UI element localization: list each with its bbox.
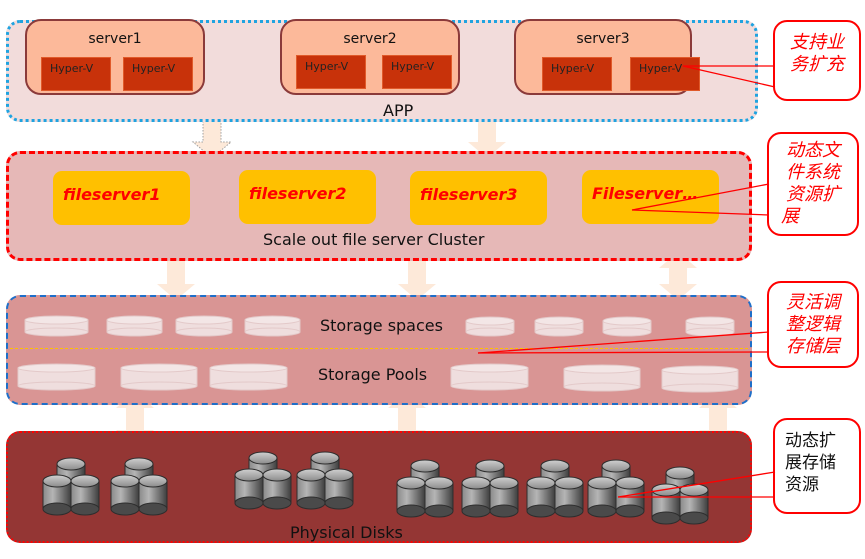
hyperv-vm[interactable]: Hyper-V: [296, 55, 366, 89]
hyperv-vm[interactable]: Hyper-V: [630, 57, 700, 91]
hyperv-vm[interactable]: Hyper-V: [123, 57, 193, 91]
physical-disks-layer: Physical Disks: [6, 431, 752, 543]
storage-pools-label: Storage Pools: [318, 365, 428, 384]
callout-line: 存储层: [786, 336, 840, 357]
storage-spaces-label: Storage spaces: [320, 316, 443, 335]
callout-business-expansion: 支持业 务扩充: [773, 20, 861, 101]
callout-line: 展存储: [785, 453, 836, 473]
server-name: server2: [343, 31, 397, 47]
fileserver-box-more[interactable]: Fileserver…: [582, 170, 719, 224]
server-card-2[interactable]: server2 Hyper-V Hyper-V: [280, 19, 460, 95]
callout-filesystem-expansion: 动态文 件系统 资源扩 展: [767, 132, 859, 236]
callout-line: 动态文: [786, 140, 840, 161]
callout-line: 展: [781, 206, 799, 227]
callout-text: 支持业 务扩充: [775, 32, 859, 76]
callout-text: 动态文 件系统 资源扩 展: [769, 140, 857, 228]
callout-logical-storage: 灵活调 整逻辑 存储层: [767, 281, 859, 368]
fileserver-box-1[interactable]: fileserver1: [53, 171, 190, 225]
hyperv-vm[interactable]: Hyper-V: [41, 57, 111, 91]
server-name: server1: [88, 31, 142, 47]
callout-line: 务扩充: [790, 54, 844, 75]
fileserver-name: fileserver3: [420, 185, 518, 204]
callout-line: 资源: [785, 475, 819, 495]
callout-text: 灵活调 整逻辑 存储层: [769, 292, 857, 358]
storage-divider: [10, 348, 748, 349]
server-name: server3: [576, 31, 630, 47]
callout-line: 资源扩: [786, 184, 840, 205]
fileserver-box-2[interactable]: fileserver2: [239, 170, 376, 224]
hyperv-vm[interactable]: Hyper-V: [382, 55, 452, 89]
fileserver-name: fileserver2: [249, 184, 347, 203]
file-server-cluster-label: Scale out file server Cluster: [263, 230, 485, 249]
callout-line: 件系统: [786, 162, 840, 183]
storage-layer: [6, 295, 752, 405]
callout-line: 灵活调: [786, 292, 840, 313]
callout-line: 整逻辑: [786, 314, 840, 335]
hyperv-vm[interactable]: Hyper-V: [542, 57, 612, 91]
callout-storage-expansion: 动态扩 展存储 资源: [773, 418, 861, 514]
fileserver-name: Fileserver…: [592, 184, 699, 203]
callout-line: 支持业: [790, 32, 844, 53]
physical-disks-label: Physical Disks: [290, 523, 403, 542]
app-layer-label: APP: [383, 101, 414, 120]
fileserver-box-3[interactable]: fileserver3: [410, 171, 547, 225]
server-card-1[interactable]: server1 Hyper-V Hyper-V: [25, 19, 205, 95]
server-card-3[interactable]: server3 Hyper-V Hyper-V: [514, 19, 700, 95]
callout-line: 动态扩: [785, 431, 836, 451]
callout-text: 动态扩 展存储 资源: [775, 430, 859, 496]
fileserver-name: fileserver1: [63, 185, 161, 204]
